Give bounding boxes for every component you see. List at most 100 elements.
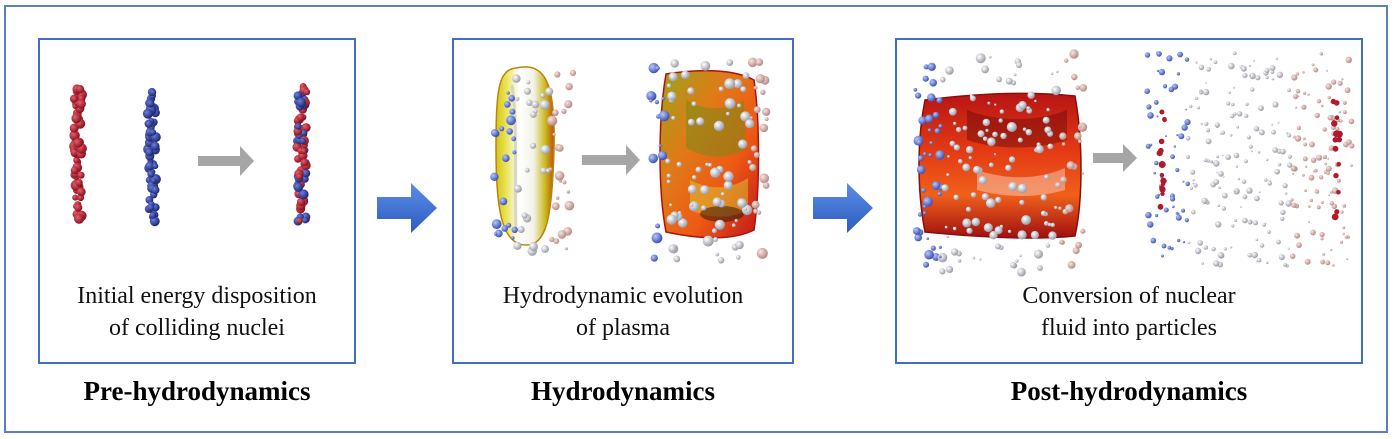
particle: [937, 252, 948, 263]
particle: [1184, 57, 1190, 62]
particle: [540, 93, 546, 98]
particle: [745, 119, 755, 129]
particle: [648, 62, 659, 74]
particle: [1156, 69, 1160, 73]
particle: [948, 107, 957, 116]
particle: [1144, 52, 1151, 58]
particle: [1267, 181, 1272, 186]
particle: [1309, 141, 1315, 148]
particle: [917, 212, 923, 217]
particle: [751, 200, 760, 209]
nucleon: [145, 120, 153, 128]
particle: [1295, 89, 1301, 94]
particle: [753, 106, 761, 114]
particle: [940, 76, 946, 83]
particle: [1267, 230, 1271, 234]
nucleon: [296, 197, 306, 207]
particle: [649, 99, 653, 103]
particle: [1223, 247, 1227, 251]
pre-hydro-caption: Initial energy disposition of colliding …: [40, 280, 354, 344]
particle: [1044, 174, 1050, 180]
particle: [1175, 211, 1179, 215]
particle: [720, 192, 725, 196]
particle: [1047, 143, 1054, 150]
particle: [1289, 253, 1296, 259]
particle: [1202, 202, 1205, 205]
particle: [554, 171, 565, 181]
particle: [731, 223, 736, 228]
particle: [1332, 264, 1335, 267]
particle: [1225, 154, 1231, 160]
particle: [923, 261, 930, 268]
particle: [1066, 161, 1075, 170]
particle: [494, 232, 498, 236]
particle: [552, 109, 559, 117]
particle: [1342, 232, 1345, 236]
particle: [1264, 178, 1268, 182]
particle: [749, 116, 753, 120]
particle: [1153, 171, 1156, 175]
particle: [1302, 137, 1306, 141]
particle: [1005, 77, 1013, 85]
particle: [1311, 63, 1315, 67]
nucleon: [296, 217, 303, 224]
particle: [996, 76, 1002, 83]
particle: [1296, 125, 1302, 131]
particle: [1339, 240, 1344, 244]
particle: [1286, 162, 1293, 168]
particle: [1176, 133, 1179, 137]
particle: [1040, 210, 1047, 216]
particle: [1007, 229, 1012, 234]
particle: [557, 230, 567, 239]
particle: [938, 255, 942, 259]
particle: [1290, 165, 1297, 172]
particle: [1331, 79, 1337, 85]
particle: [1182, 240, 1186, 244]
particle: [714, 219, 725, 230]
particle: [1320, 237, 1324, 241]
particle: [1213, 179, 1220, 185]
particle: [668, 244, 677, 253]
particle: [1150, 237, 1157, 244]
particle: [501, 225, 508, 232]
particle: [1332, 137, 1339, 143]
particle: [1176, 238, 1181, 243]
particle: [1173, 145, 1176, 148]
nucleon: [76, 85, 85, 94]
particle: [1242, 72, 1248, 79]
particle: [737, 103, 742, 108]
particle: [1198, 64, 1205, 71]
particle: [1226, 101, 1231, 106]
particle: [1045, 243, 1051, 248]
particle: [950, 248, 959, 256]
particle: [733, 79, 743, 89]
particle: [1247, 220, 1252, 225]
particle: [1017, 230, 1027, 240]
panel-hydrodynamics: Hydrodynamic evolution of plasma: [452, 38, 794, 364]
particle: [1026, 106, 1031, 111]
particle: [499, 126, 505, 132]
particle: [1221, 154, 1224, 157]
particle: [999, 109, 1005, 114]
post-hydro-illustration: [912, 49, 1355, 277]
particle: [931, 181, 941, 190]
particle: [1303, 91, 1307, 95]
particle: [1144, 88, 1150, 94]
particle: [1161, 243, 1167, 249]
particle: [676, 161, 682, 167]
particle: [504, 101, 511, 108]
particle: [654, 100, 659, 105]
particle: [1349, 143, 1355, 149]
particle: [742, 72, 750, 80]
nucleon: [151, 185, 160, 195]
particle: [1047, 222, 1052, 227]
particle: [1062, 208, 1069, 215]
particle: [692, 175, 697, 180]
particle: [1191, 209, 1196, 215]
panel-post-hydrodynamics: Conversion of nuclear fluid into particl…: [895, 38, 1363, 364]
nucleon: [301, 169, 311, 178]
post-particle-cloud: [912, 49, 1355, 277]
particle: [987, 137, 996, 146]
particle: [1160, 191, 1165, 196]
particle: [1294, 135, 1302, 142]
